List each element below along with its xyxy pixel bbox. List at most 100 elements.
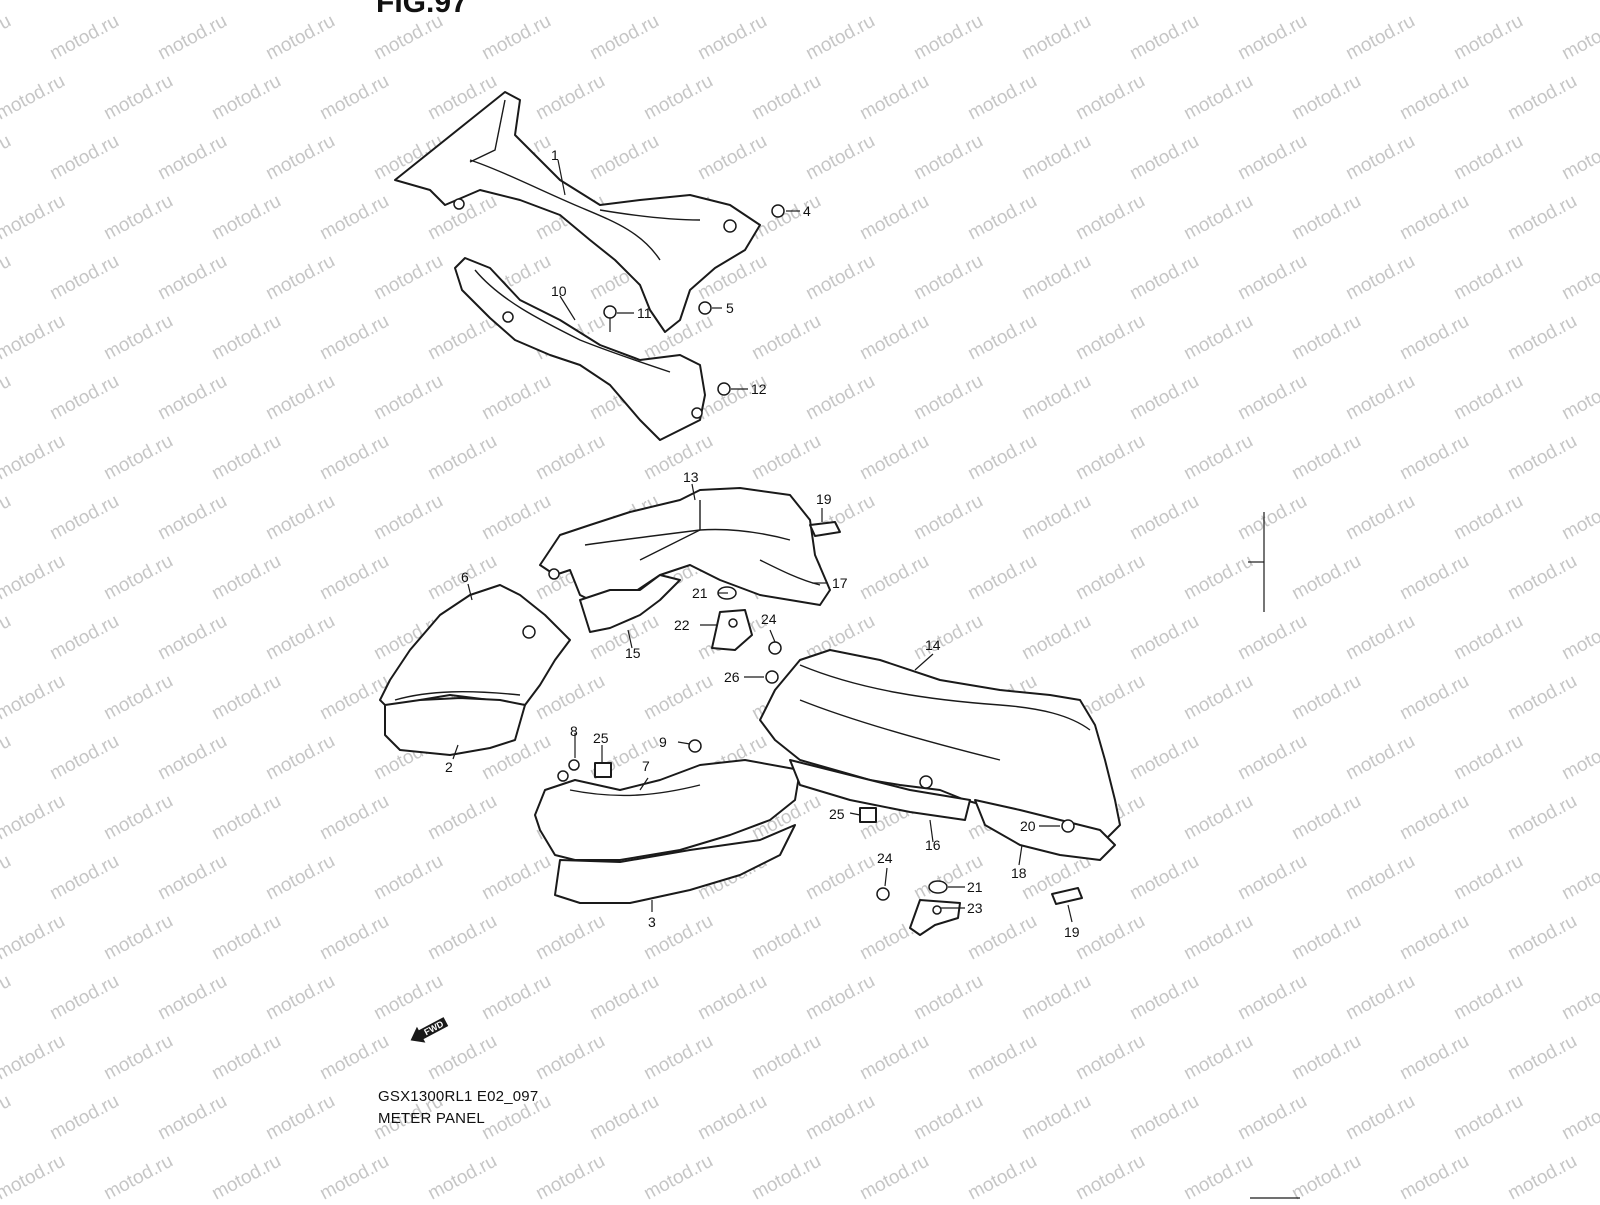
watermark-text: motod.ru: [1126, 611, 1202, 665]
callout-19-top: 19: [816, 491, 832, 507]
callout-21-bottom: 21: [967, 879, 983, 895]
watermark-text: motod.ru: [100, 671, 176, 725]
watermark-text: motod.ru: [0, 71, 69, 125]
watermark-text: motod.ru: [640, 671, 716, 725]
watermark-text: motod.ru: [424, 311, 500, 365]
watermark-text: motod.ru: [208, 791, 284, 845]
watermark-text: motod.ru: [1450, 131, 1526, 185]
watermark-text: motod.ru: [532, 431, 608, 485]
part-23-bracket: [909, 899, 961, 936]
watermark-text: motod.ru: [1072, 71, 1148, 125]
watermark-text: motod.ru: [1288, 311, 1364, 365]
watermark-text: motod.ru: [208, 191, 284, 245]
watermark-text: motod.ru: [532, 1031, 608, 1085]
watermark-text: motod.ru: [964, 911, 1040, 965]
part-15-lower-center-panel: [579, 574, 681, 633]
part-22-bracket: [711, 609, 753, 651]
watermark-text: motod.ru: [208, 551, 284, 605]
watermark-text: motod.ru: [478, 11, 554, 65]
watermark-text: motod.ru: [100, 431, 176, 485]
watermark-text: motod.ru: [208, 71, 284, 125]
watermark-text: motod.ru: [1018, 491, 1094, 545]
watermark-text: motod.ru: [748, 1031, 824, 1085]
watermark-text: motod.ru: [0, 551, 69, 605]
part-25-clip-a: [594, 762, 612, 778]
watermark-text: motod.ru: [208, 1151, 284, 1200]
watermark-text: motod.ru: [424, 1031, 500, 1085]
watermark-text: motod.ru: [0, 731, 15, 785]
watermark-text: motod.ru: [0, 0, 69, 4]
callout-24-bottom: 24: [877, 850, 893, 866]
watermark-text: motod.ru: [0, 911, 69, 965]
watermark-text: motod.ru: [1504, 671, 1580, 725]
watermark-text: motod.ru: [856, 551, 932, 605]
watermark-text: motod.ru: [208, 311, 284, 365]
watermark-text: motod.ru: [262, 11, 338, 65]
watermark-text: motod.ru: [1234, 251, 1310, 305]
watermark-text: motod.ru: [100, 311, 176, 365]
watermark-text: motod.ru: [1342, 1091, 1418, 1145]
callout-20: 20: [1020, 818, 1036, 834]
watermark-text: motod.ru: [802, 1091, 878, 1145]
watermark-text: motod.ru: [370, 491, 446, 545]
watermark-text: motod.ru: [1558, 731, 1600, 785]
watermark-text: motod.ru: [1126, 251, 1202, 305]
leader-lines: [452, 159, 1073, 923]
callout-13: 13: [683, 469, 699, 485]
callout-2: 2: [445, 759, 453, 775]
watermark-text: motod.ru: [0, 131, 15, 185]
watermark-text: motod.ru: [856, 1031, 932, 1085]
watermark-text: motod.ru: [1288, 551, 1364, 605]
watermark-text: motod.ru: [856, 1151, 932, 1200]
watermark-text: motod.ru: [748, 191, 824, 245]
watermark-text: motod.ru: [46, 611, 122, 665]
watermark-text: motod.ru: [748, 911, 824, 965]
watermark-text: motod.ru: [0, 671, 69, 725]
watermark-text: motod.ru: [1018, 131, 1094, 185]
watermark-text: motod.ru: [1072, 1151, 1148, 1200]
part-19-rubber-block-a: [809, 521, 841, 537]
watermark-text: motod.ru: [1126, 731, 1202, 785]
watermark-text: motod.ru: [262, 971, 338, 1025]
part-21-grommet-b: [928, 880, 948, 894]
watermark-text: motod.ru: [100, 1031, 176, 1085]
watermark-text: motod.ru: [586, 11, 662, 65]
watermark-text: motod.ru: [1558, 971, 1600, 1025]
watermark-text: motod.ru: [0, 311, 69, 365]
watermark-text: motod.ru: [1234, 1091, 1310, 1145]
watermark-text: motod.ru: [0, 791, 69, 845]
watermark-text: motod.ru: [1180, 311, 1256, 365]
watermark-text: motod.ru: [1342, 251, 1418, 305]
watermark-text: motod.ru: [802, 371, 878, 425]
watermark-text: motod.ru: [1288, 671, 1364, 725]
watermark-text: motod.ru: [46, 1091, 122, 1145]
watermark-text: motod.ru: [1180, 1031, 1256, 1085]
watermark-text: motod.ru: [0, 611, 15, 665]
callouts: 1 4 5 10 11 12 13 19 17 21 22 24 15 26 1…: [445, 147, 1080, 940]
watermark-text: motod.ru: [316, 911, 392, 965]
figure-title: FIG.97: [376, 0, 468, 19]
watermark-text: motod.ru: [1396, 1031, 1472, 1085]
watermark-text: motod.ru: [694, 131, 770, 185]
watermark-text: motod.ru: [208, 671, 284, 725]
watermark-text: motod.ru: [694, 1091, 770, 1145]
watermark-text: motod.ru: [208, 431, 284, 485]
watermark-text: motod.ru: [154, 11, 230, 65]
part-24-bolt-b: [876, 887, 890, 901]
callout-10: 10: [551, 283, 567, 299]
part-3-lower-cover: [554, 824, 796, 904]
watermark-text: motod.ru: [748, 311, 824, 365]
watermark-text: motod.ru: [964, 1031, 1040, 1085]
watermark-text: motod.ru: [1450, 851, 1526, 905]
watermark-text: motod.ru: [910, 251, 986, 305]
part-19-rubber-block-b: [1051, 887, 1083, 905]
watermark-text: motod.ru: [0, 1031, 69, 1085]
watermark-text: motod.ru: [1288, 0, 1364, 4]
watermark-text: motod.ru: [1504, 191, 1580, 245]
watermark-text: motod.ru: [1504, 1031, 1580, 1085]
watermark-text: motod.ru: [1288, 1031, 1364, 1085]
watermark-text: motod.ru: [316, 311, 392, 365]
watermark-text: motod.ru: [424, 191, 500, 245]
watermark-text: motod.ru: [1072, 1031, 1148, 1085]
watermark-text: motod.ru: [910, 371, 986, 425]
